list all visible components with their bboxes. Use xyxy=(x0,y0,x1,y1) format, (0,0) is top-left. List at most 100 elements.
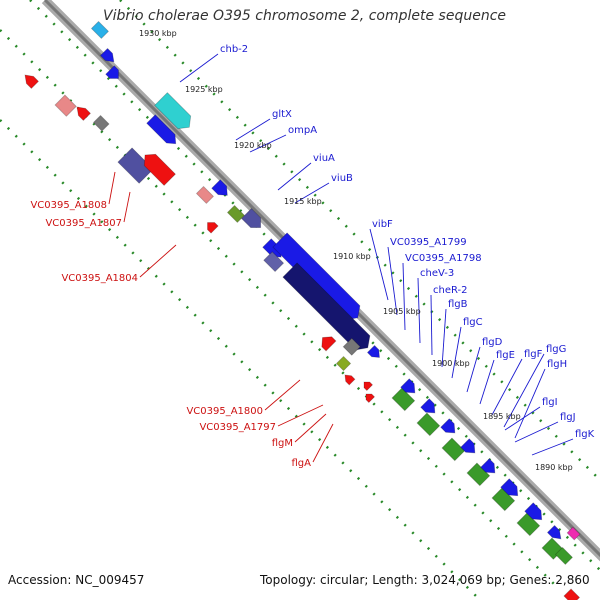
gene-forward xyxy=(524,502,543,521)
gene-label-right: flgE xyxy=(496,350,515,361)
gene-reverse xyxy=(76,106,92,122)
gene-flagellar xyxy=(516,512,541,537)
gene-label-left: flgA xyxy=(292,458,312,469)
tick-label: 1910 kbp xyxy=(333,252,371,261)
gene-VC0395_A1804 xyxy=(207,222,219,234)
label-leader xyxy=(466,346,481,393)
gene-forward xyxy=(440,418,456,434)
gene-reverse xyxy=(54,94,77,117)
label-leader xyxy=(417,277,421,344)
label-leader xyxy=(123,191,131,223)
gene-label-left: VC0395_A1804 xyxy=(61,273,138,284)
gene-flagellar xyxy=(416,412,441,437)
gene-forward xyxy=(211,179,228,196)
accession-text: Accession: NC_009457 xyxy=(8,573,145,587)
gene-forward xyxy=(546,524,562,540)
label-leader xyxy=(503,353,545,428)
label-leader xyxy=(235,118,271,141)
gene-flagellar xyxy=(441,437,466,462)
label-leader xyxy=(249,134,287,153)
gene-label-right: cheV-3 xyxy=(420,268,454,279)
label-leader xyxy=(479,359,495,405)
label-leader xyxy=(139,244,177,278)
label-leaders xyxy=(108,53,574,463)
tick-label: 1920 kbp xyxy=(234,141,272,150)
gene-vibF xyxy=(282,262,371,351)
tick-label: 1905 kbp xyxy=(383,307,421,316)
gene-forward xyxy=(566,526,581,541)
tick-label: 1930 kbp xyxy=(139,29,177,38)
gene-forward xyxy=(240,207,262,229)
gene-label-right: flgH xyxy=(547,359,567,370)
tick-label: 1890 kbp xyxy=(535,463,573,472)
label-leader xyxy=(402,262,406,331)
tick-label: 1900 kbp xyxy=(432,359,470,368)
gene-forward xyxy=(263,251,285,273)
topology-text: Topology: circular; Length: 3,024,069 bp… xyxy=(260,573,590,587)
gene-label-right: flgK xyxy=(575,429,595,440)
label-leader xyxy=(387,246,398,316)
tick-label: 1895 kbp xyxy=(483,412,521,421)
gene-features xyxy=(24,20,581,600)
gene-label-right: gltX xyxy=(272,109,292,120)
gene-reverse xyxy=(24,74,40,90)
gene-label-right: flgI xyxy=(542,397,558,408)
gene-label-left: VC0395_A1808 xyxy=(30,200,107,211)
label-leader xyxy=(294,413,327,443)
gene-forward xyxy=(342,337,361,356)
tick-label: 1925 kbp xyxy=(185,85,223,94)
outer-dotted-track xyxy=(29,0,600,571)
gene-VC0395_A1808 xyxy=(117,147,154,184)
gene-forward xyxy=(90,20,110,40)
gene-label-right: flgJ xyxy=(560,412,576,423)
gene-flagellar xyxy=(391,387,416,412)
label-leader xyxy=(277,404,324,427)
gene-forward xyxy=(420,398,436,414)
tick-label: 1915 kbp xyxy=(284,197,322,206)
gene-forward xyxy=(105,65,119,79)
label-leader xyxy=(294,182,330,204)
label-leader xyxy=(531,438,574,456)
gene-label-right: cheR-2 xyxy=(433,285,468,296)
label-leader xyxy=(504,406,541,431)
gene-forward xyxy=(99,47,115,63)
gene-reverse xyxy=(92,114,110,132)
gene-forward xyxy=(460,438,476,454)
gene-forward xyxy=(146,114,177,145)
gene-label-right: vibF xyxy=(372,219,393,230)
label-leader xyxy=(277,162,312,191)
gene-forward xyxy=(480,458,496,474)
gene-reverse xyxy=(563,588,581,600)
gene-flgM xyxy=(363,381,374,392)
label-leader xyxy=(514,421,559,443)
gene-reverse xyxy=(344,374,356,386)
gene-label-right: VC0395_A1799 xyxy=(390,237,467,248)
gene-label-left: flgM xyxy=(272,438,293,449)
gene-label-right: flgF xyxy=(524,349,543,360)
gene-label-right: viuB xyxy=(331,173,353,184)
label-leader xyxy=(451,326,462,379)
gene-label-right: flgD xyxy=(482,337,503,348)
label-leader xyxy=(514,368,546,439)
gene-VC0395_A1807 xyxy=(143,153,176,186)
map-title: Vibrio cholerae O395 chromosome 2, compl… xyxy=(103,8,507,24)
tick-labels: 1930 kbp 1925 kbp 1920 kbp 1915 kbp 1910 kbp… xyxy=(139,29,573,472)
label-leader xyxy=(108,171,116,205)
gene-VC0395_A1797 xyxy=(335,355,352,372)
gene-label-left: VC0395_A1800 xyxy=(186,406,263,417)
gene-label-right: ompA xyxy=(288,125,317,136)
label-leader xyxy=(441,308,447,368)
gene-label-left: VC0395_A1797 xyxy=(199,422,276,433)
gene-chb-2 xyxy=(154,92,192,130)
gene-label-right: viuA xyxy=(313,153,335,164)
label-leader xyxy=(264,379,301,411)
label-leader xyxy=(312,423,334,463)
gene-label-right: flgG xyxy=(546,344,566,355)
gene-forward xyxy=(400,378,416,394)
gene-forward xyxy=(226,204,246,224)
gene-label-right: VC0395_A1798 xyxy=(405,253,482,264)
gene-forward xyxy=(500,478,519,497)
gene-flagellar xyxy=(554,546,574,566)
